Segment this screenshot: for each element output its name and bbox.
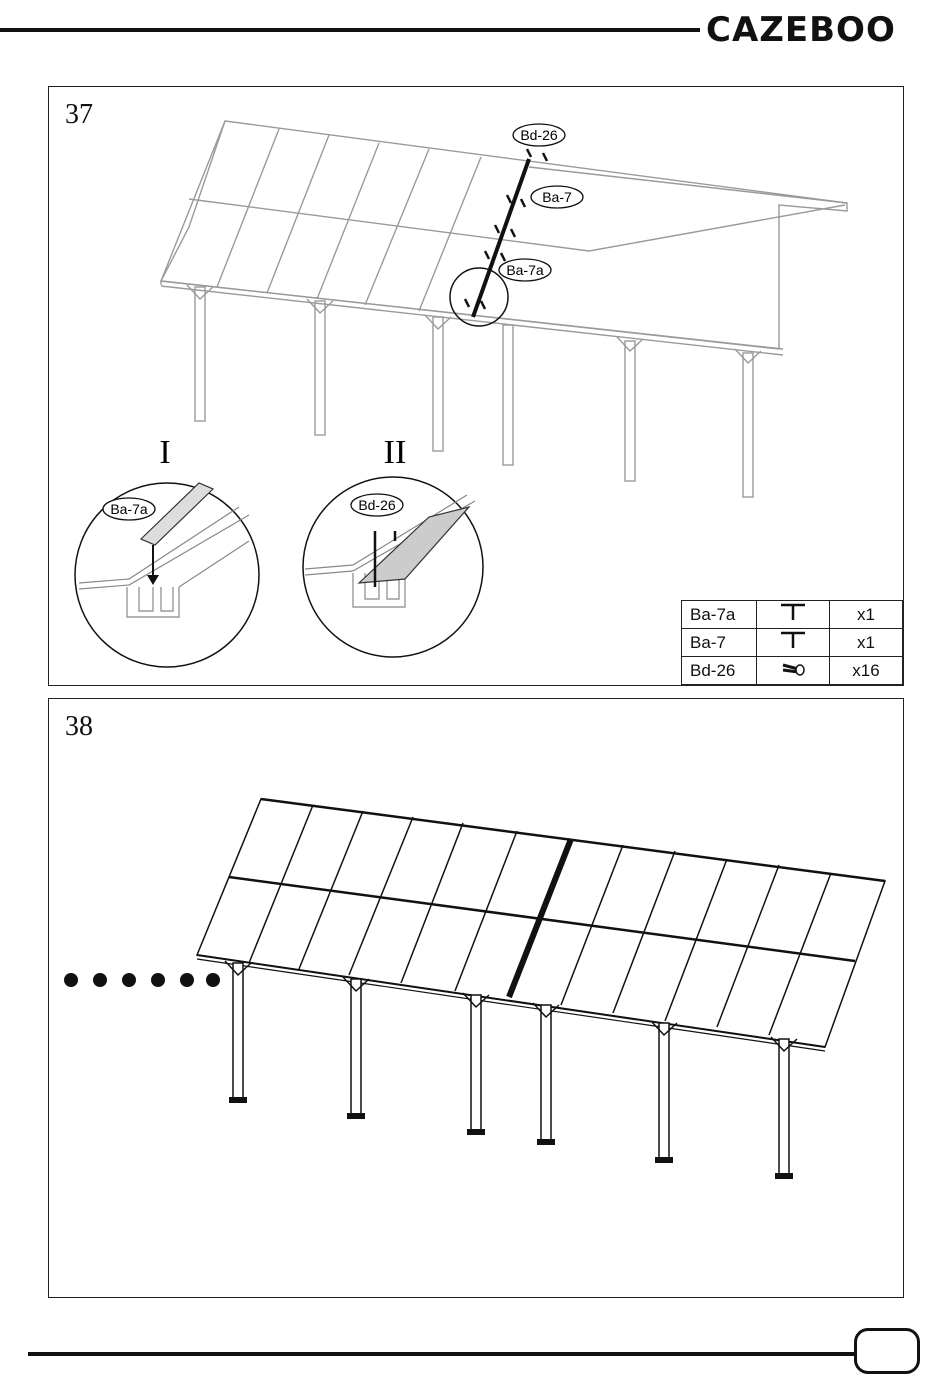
callout-bd26: Bd-26 [520, 127, 558, 143]
part-qty: x1 [830, 629, 903, 657]
detail-ii-tag: Bd-26 [358, 497, 396, 513]
detail-i-label: I [159, 434, 170, 471]
screw-icon [778, 658, 808, 678]
step-38-illustration [49, 699, 905, 1299]
part-qty: x16 [830, 657, 903, 685]
detail-ii-label: II [384, 434, 407, 471]
callout-ba7a: Ba-7a [506, 262, 544, 278]
page-number-box [854, 1328, 920, 1374]
parts-table: Ba-7a x1 Ba-7 x1 Bd-26 x16 [681, 600, 903, 685]
parts-row: Bd-26 x16 [682, 657, 903, 685]
continuation-dots [64, 973, 220, 987]
part-qty: x1 [830, 601, 903, 629]
part-code: Ba-7a [682, 601, 757, 629]
parts-row: Ba-7 x1 [682, 629, 903, 657]
step-37-illustration: Bd-26 Ba-7 Ba-7a I Ba-7a II [49, 87, 905, 687]
footer-rule [28, 1352, 854, 1356]
t-profile-icon [778, 630, 808, 650]
step-38-panel: 38 [48, 698, 904, 1298]
t-profile-icon [778, 602, 808, 622]
step-37-panel: 37 [48, 86, 904, 686]
brand-logo: CAZEBOO [706, 10, 896, 50]
callout-ba7: Ba-7 [542, 189, 572, 205]
part-code: Ba-7 [682, 629, 757, 657]
header-rule [0, 28, 700, 32]
parts-row: Ba-7a x1 [682, 601, 903, 629]
part-code: Bd-26 [682, 657, 757, 685]
detail-i-tag: Ba-7a [110, 501, 148, 517]
